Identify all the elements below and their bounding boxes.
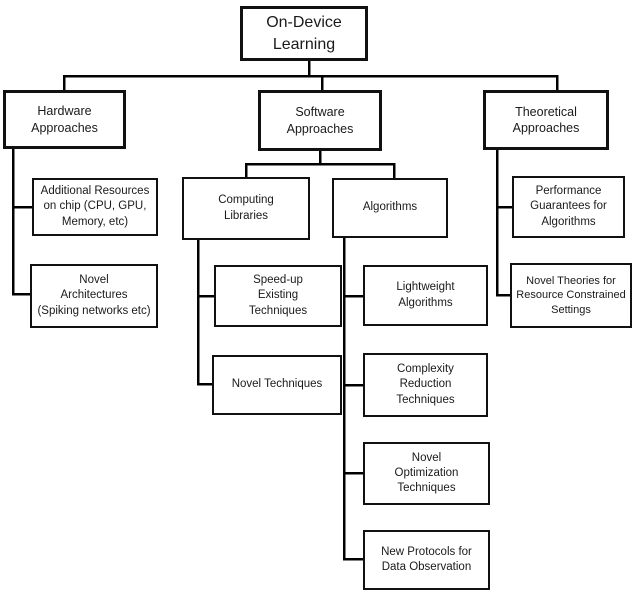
node-performance-guarantees: Performance Guarantees for Algorithms: [512, 176, 625, 238]
node-speedup-existing-techniques: Speed-up Existing Techniques: [214, 265, 342, 327]
node-algorithms: Algorithms: [332, 178, 448, 238]
node-complexity-reduction-techniques: Complexity Reduction Techniques: [363, 353, 488, 417]
node-lightweight-algorithms: Lightweight Algorithms: [363, 265, 488, 326]
node-software-approaches: Software Approaches: [258, 90, 382, 151]
node-additional-resources: Additional Resources on chip (CPU, GPU, …: [32, 178, 158, 236]
node-novel-optimization-techniques: Novel Optimization Techniques: [363, 442, 490, 505]
node-hardware-approaches: Hardware Approaches: [3, 90, 126, 149]
node-new-protocols-data-observation: New Protocols for Data Observation: [363, 530, 490, 590]
node-theoretical-approaches: Theoretical Approaches: [483, 90, 609, 150]
node-computing-libraries: Computing Libraries: [182, 177, 310, 240]
node-on-device-learning: On-Device Learning: [240, 6, 368, 61]
node-novel-architectures: Novel Architectures (Spiking networks et…: [30, 264, 158, 328]
node-novel-techniques: Novel Techniques: [212, 355, 342, 415]
node-novel-theories-resource-constrained: Novel Theories for Resource Constrained …: [510, 263, 632, 328]
